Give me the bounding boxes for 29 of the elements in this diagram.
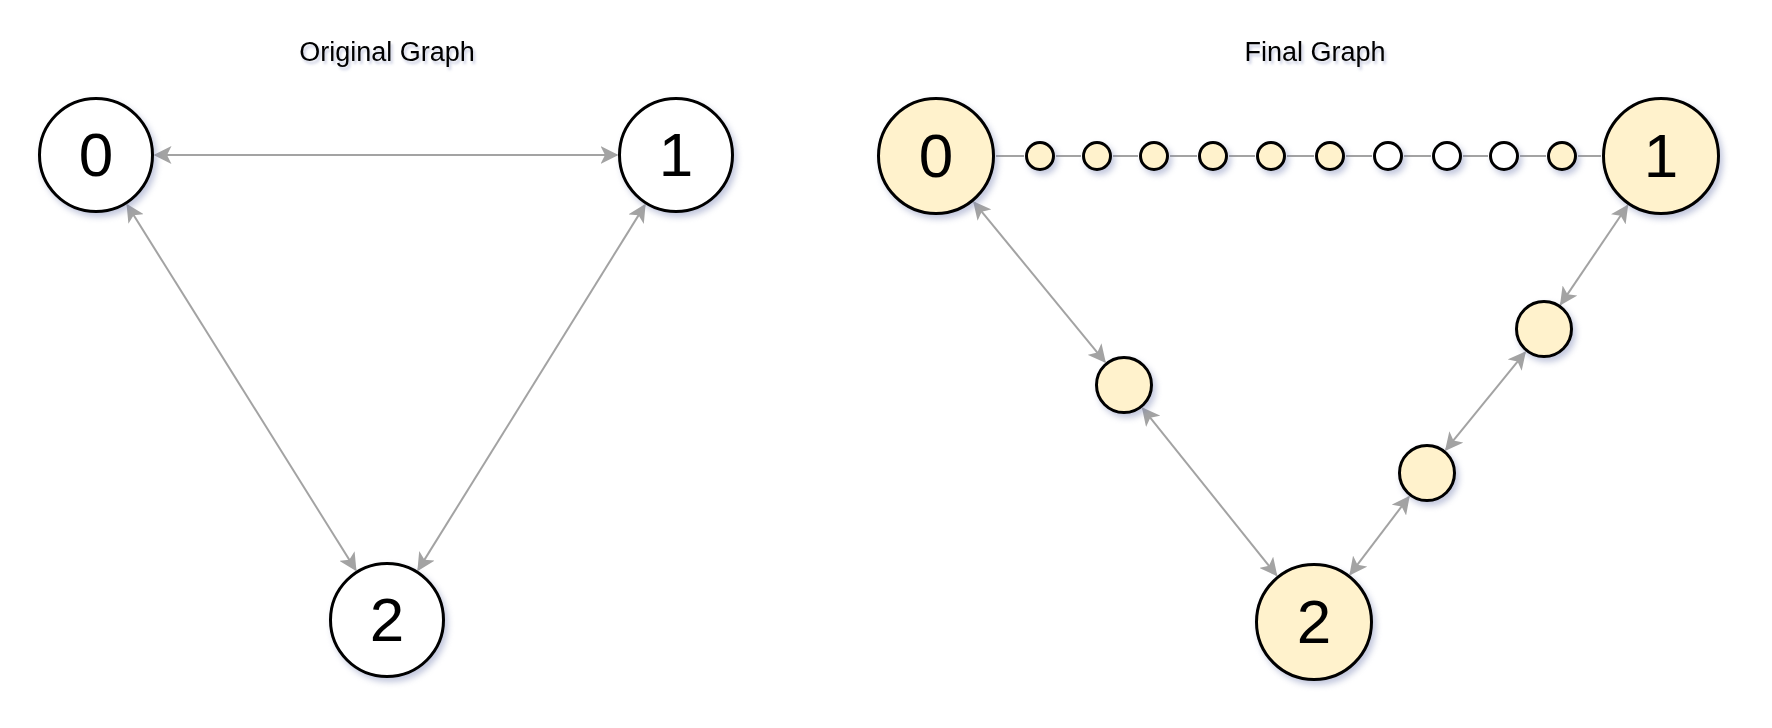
connector-line xyxy=(1112,155,1139,157)
arrow xyxy=(1141,407,1278,577)
arrow xyxy=(973,201,1106,363)
graph-title: Final Graph xyxy=(1244,36,1386,67)
node-number: 1 xyxy=(1643,125,1679,187)
arrow xyxy=(126,203,357,572)
connector-line xyxy=(1055,155,1082,157)
arrow xyxy=(1444,351,1527,451)
connector-line xyxy=(1345,155,1373,157)
node-number: 0 xyxy=(78,124,114,186)
arrow xyxy=(153,146,619,164)
node-number: 2 xyxy=(1296,591,1332,653)
connector-line xyxy=(1169,155,1198,157)
connector-line xyxy=(1286,155,1315,157)
connector-line xyxy=(1403,155,1432,157)
graph-node xyxy=(1255,563,1373,681)
arrow xyxy=(1349,495,1410,576)
connector-line xyxy=(1577,155,1602,157)
connector-line xyxy=(1228,155,1256,157)
node-number: 0 xyxy=(918,125,954,187)
arrow xyxy=(1559,204,1629,306)
connector-line xyxy=(1519,155,1547,157)
connector-line xyxy=(995,155,1025,157)
connector-line xyxy=(1462,155,1489,157)
graph-node xyxy=(329,562,445,678)
node-number: 2 xyxy=(369,589,405,651)
node-number: 1 xyxy=(658,124,694,186)
arrow xyxy=(417,203,646,572)
graph-title: Original Graph xyxy=(299,36,475,67)
